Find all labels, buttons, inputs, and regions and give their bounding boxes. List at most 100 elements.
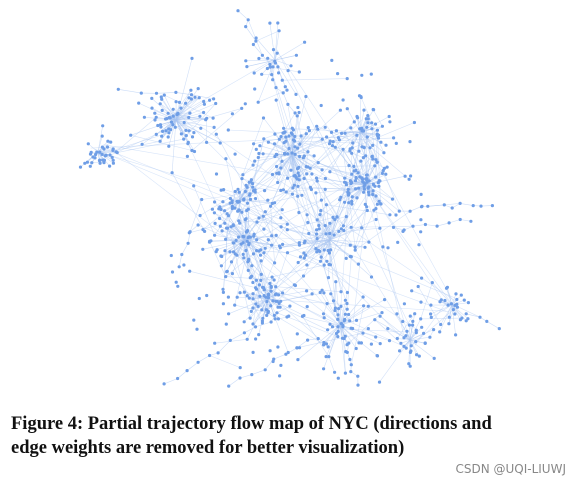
graph-node: [214, 101, 218, 106]
graph-node: [94, 152, 98, 157]
graph-edge: [440, 304, 453, 325]
graph-node: [386, 327, 390, 331]
graph-node: [374, 158, 378, 162]
graph-node: [251, 306, 255, 310]
graph-edge: [241, 178, 281, 191]
graph-node: [447, 221, 451, 225]
graph-node: [375, 354, 379, 358]
graph-node: [184, 101, 188, 105]
graph-node: [390, 197, 395, 201]
graph-node: [187, 96, 191, 100]
graph-node: [280, 159, 284, 163]
graph-node: [408, 364, 412, 368]
graph-node: [171, 107, 175, 111]
graph-node: [428, 335, 432, 339]
graph-node: [360, 177, 365, 181]
graph-edge: [288, 135, 296, 147]
graph-node: [273, 201, 277, 205]
graph-edge: [316, 219, 331, 241]
graph-node: [201, 247, 205, 251]
graph-edge: [339, 131, 361, 141]
graph-node: [105, 145, 110, 149]
graph-edge: [251, 152, 297, 242]
graph-node: [385, 165, 389, 169]
graph-node: [158, 139, 162, 143]
graph-node: [142, 115, 146, 119]
graph-edge: [336, 130, 361, 133]
graph-node: [404, 334, 408, 338]
graph-node: [319, 255, 323, 259]
graph-edge: [352, 177, 370, 324]
graph-node: [324, 232, 328, 236]
graph-node: [248, 316, 252, 320]
graph-node: [184, 134, 188, 138]
graph-edge: [451, 304, 461, 320]
graph-edge: [278, 154, 293, 175]
graph-node: [327, 262, 331, 267]
graph-node: [381, 245, 385, 249]
graph-edge: [239, 185, 247, 201]
graph-node: [325, 302, 329, 306]
graph-node: [277, 29, 281, 33]
graph-edge: [117, 138, 184, 153]
graph-edge: [228, 297, 269, 315]
graph-edge: [307, 338, 319, 341]
graph-edge: [396, 313, 411, 341]
graph-node: [376, 134, 380, 138]
graph-node: [369, 72, 373, 76]
graph-node: [293, 139, 297, 143]
graph-node: [328, 322, 332, 326]
graph-node: [218, 224, 222, 228]
graph-edge: [233, 251, 272, 287]
graph-edge: [339, 292, 348, 326]
graph-edge: [368, 118, 385, 153]
graph-node: [350, 172, 354, 176]
graph-node: [287, 314, 291, 318]
graph-edge: [118, 89, 142, 94]
graph-node: [293, 152, 297, 156]
graph-node: [253, 325, 258, 329]
graph-node: [269, 304, 273, 308]
graph-node: [326, 345, 330, 349]
graph-node: [266, 198, 270, 202]
graph-node: [317, 223, 321, 228]
graph-node: [369, 342, 373, 346]
graph-node: [158, 102, 162, 106]
graph-node: [333, 306, 337, 310]
graph-node: [238, 221, 242, 225]
graph-node: [337, 229, 341, 233]
graph-node: [286, 176, 290, 180]
graph-node: [251, 297, 255, 301]
graph-node: [109, 140, 113, 144]
graph-node: [285, 222, 289, 226]
graph-node: [343, 298, 347, 302]
graph-node: [100, 152, 104, 156]
graph-edge: [341, 128, 372, 134]
graph-edge: [175, 119, 182, 135]
graph-node: [251, 163, 255, 167]
graph-edge: [180, 59, 273, 114]
graph-node: [356, 116, 360, 120]
graph-node: [171, 114, 175, 118]
graph-node: [248, 193, 252, 197]
graph-node: [196, 87, 200, 91]
graph-node: [262, 286, 266, 290]
graph-edge: [209, 241, 226, 277]
graph-node: [419, 230, 423, 234]
graph-node: [114, 150, 118, 154]
graph-node: [219, 188, 223, 192]
graph-node: [432, 356, 436, 360]
graph-edge: [277, 301, 329, 348]
graph-node: [347, 312, 351, 317]
graph-node: [362, 187, 366, 191]
graph-edge: [217, 340, 231, 354]
graph-node: [417, 354, 421, 358]
graph-edge: [291, 135, 302, 156]
graph-node: [171, 123, 175, 127]
graph-node: [335, 215, 339, 219]
graph-canvas: [78, 9, 501, 388]
graph-node: [361, 156, 365, 160]
graph-edge: [100, 146, 324, 237]
graph-node: [322, 263, 326, 267]
graph-node: [168, 116, 172, 120]
